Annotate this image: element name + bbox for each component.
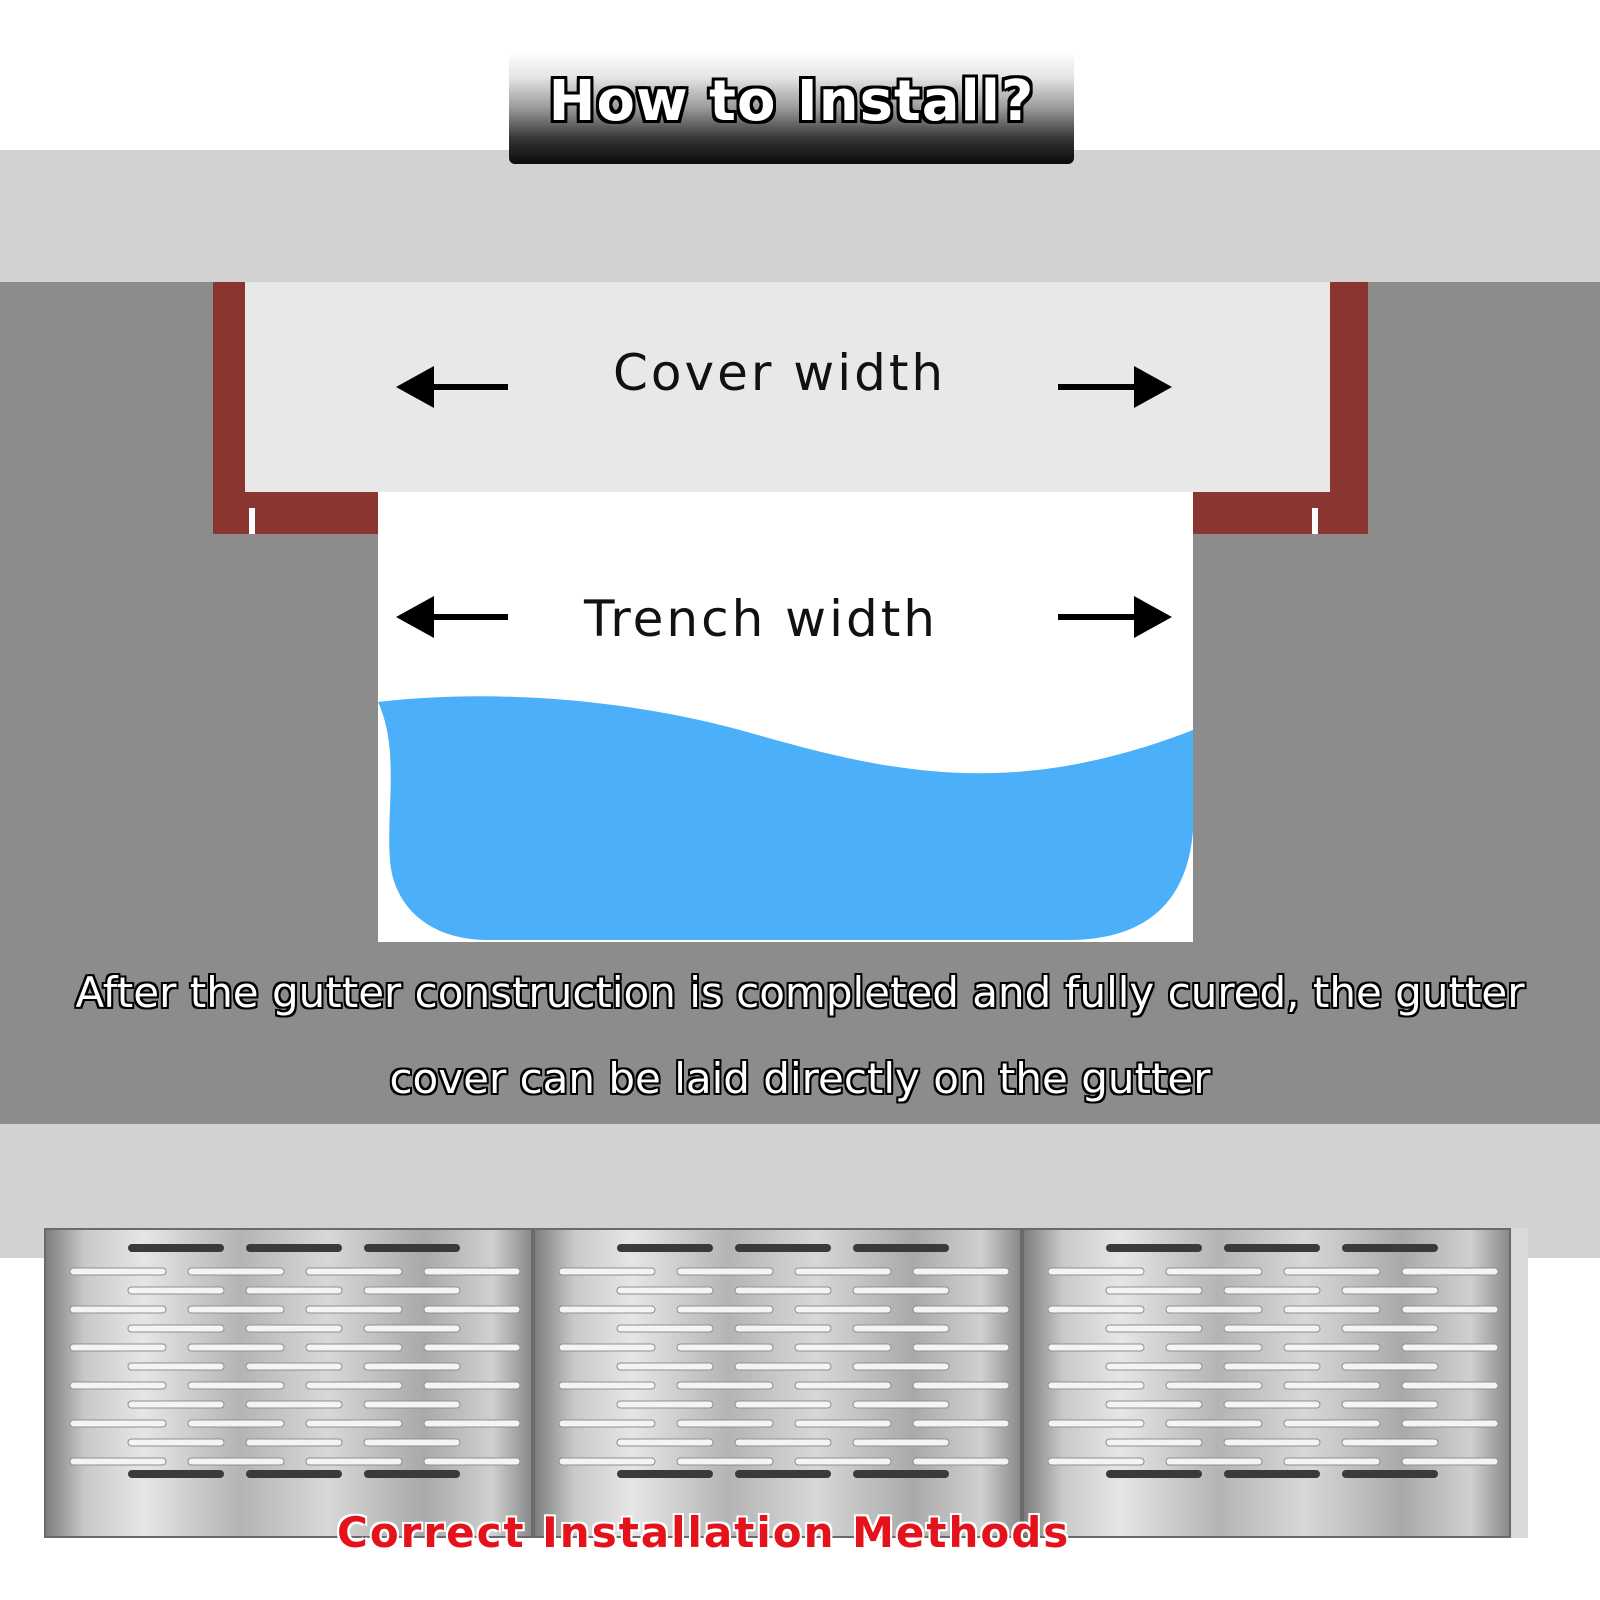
ground-top-band bbox=[0, 150, 1600, 282]
description-line-1: After the gutter construction is complet… bbox=[75, 968, 1525, 1017]
arrow-right-icon bbox=[1058, 596, 1172, 638]
grate-panel-1 bbox=[44, 1228, 533, 1538]
page-title: How to Install? bbox=[548, 68, 1035, 134]
grate-slots bbox=[558, 1244, 1010, 1478]
water-illustration bbox=[378, 696, 1193, 940]
cover-width-label: Cover width bbox=[613, 344, 947, 402]
grate-panel-2 bbox=[533, 1228, 1022, 1538]
trench-width-label: Trench width bbox=[584, 590, 938, 648]
installation-description: After the gutter construction is complet… bbox=[40, 950, 1560, 1122]
frame-right-ledge bbox=[1193, 492, 1368, 534]
grate-slots bbox=[1047, 1244, 1499, 1478]
title-badge: How to Install? bbox=[509, 52, 1074, 164]
correct-installation-label: Correct Installation Methods bbox=[337, 1508, 1071, 1557]
frame-left-ledge bbox=[213, 492, 378, 534]
description-line-2: cover can be laid directly on the gutter bbox=[389, 1054, 1211, 1103]
grate-slots bbox=[69, 1244, 521, 1478]
arrow-left-icon bbox=[396, 366, 508, 408]
grate-panel-3 bbox=[1022, 1228, 1511, 1538]
arrow-left-icon bbox=[396, 596, 508, 638]
arrow-right-icon bbox=[1058, 366, 1172, 408]
frame-right-notch bbox=[1312, 508, 1318, 534]
frame-left-notch bbox=[249, 508, 255, 534]
